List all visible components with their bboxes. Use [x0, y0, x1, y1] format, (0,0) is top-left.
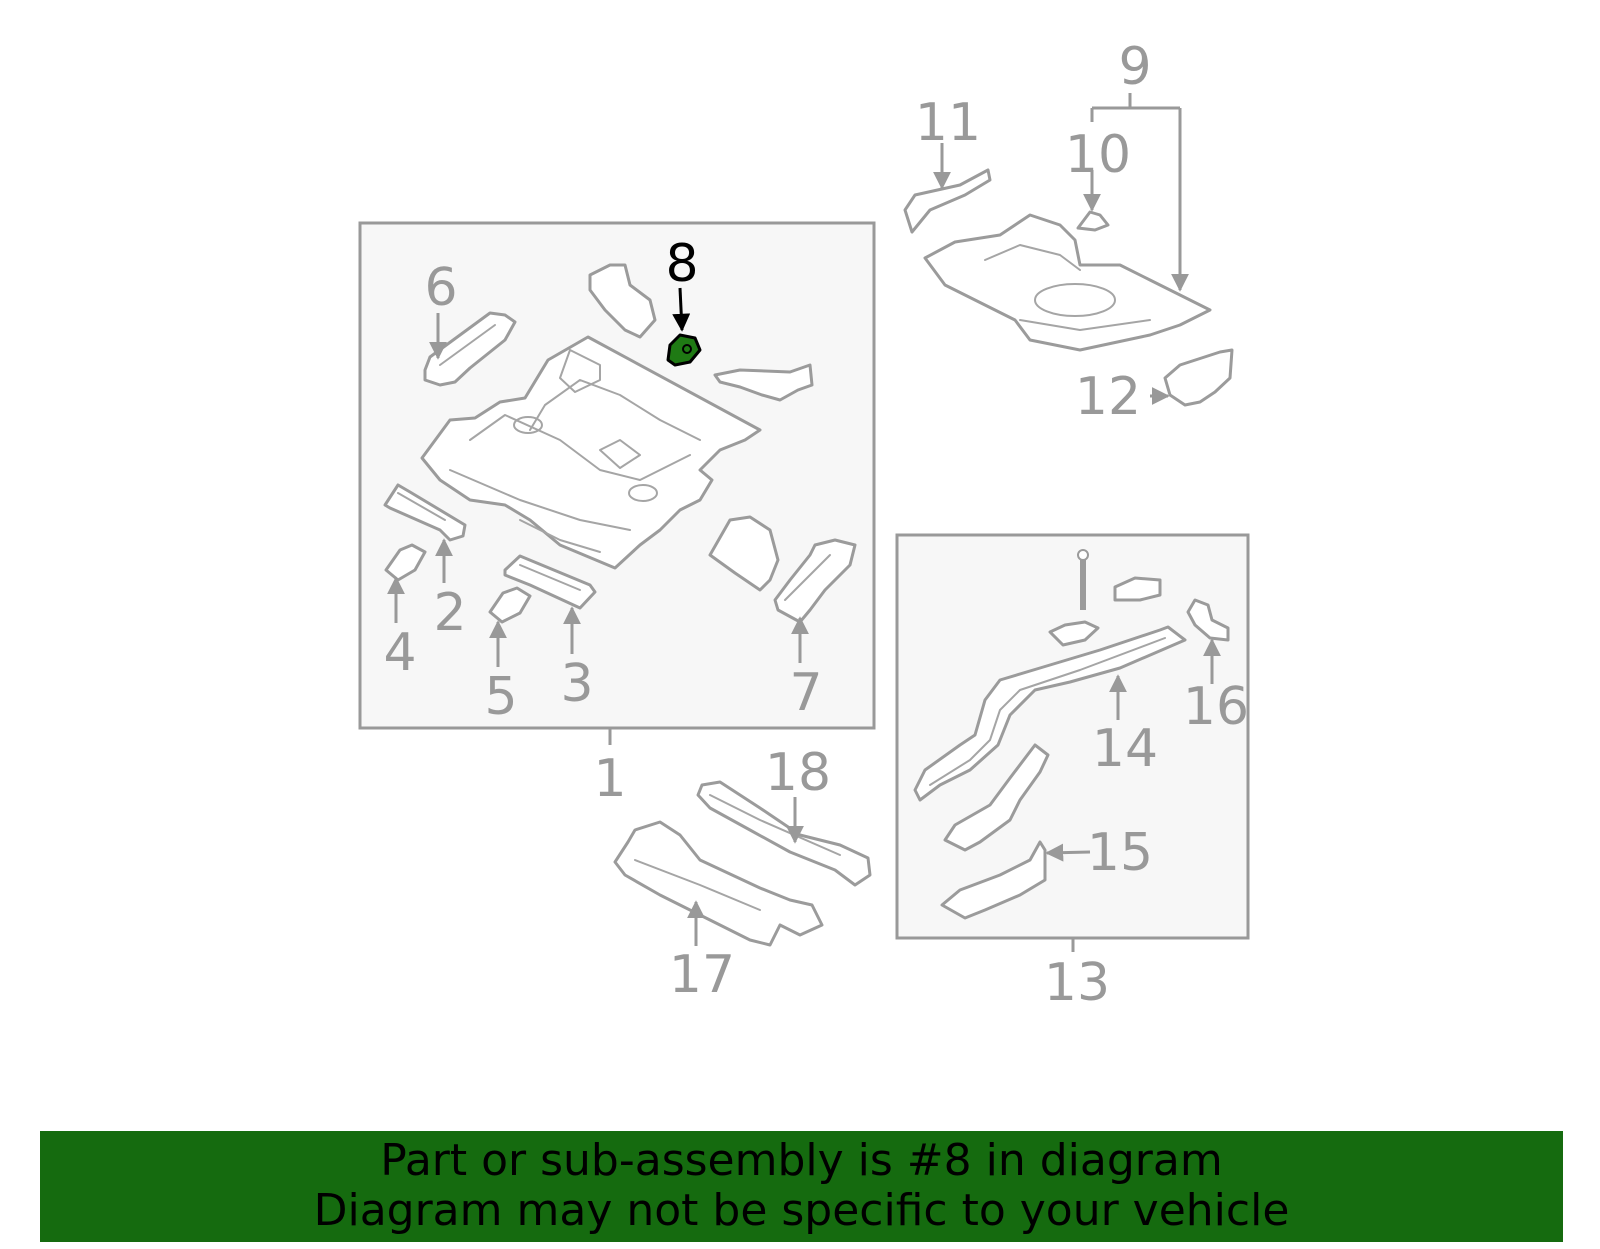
callout-8: 8 — [665, 234, 698, 294]
part-3 — [503, 554, 597, 610]
callout-6: 6 — [424, 258, 457, 318]
floor-pan-part — [420, 335, 762, 570]
part-15 — [940, 840, 1047, 920]
callout-9: 9 — [1118, 37, 1151, 97]
callout-14: 14 — [1092, 719, 1158, 779]
part-12 — [1163, 348, 1234, 407]
part-2 — [383, 483, 467, 542]
callout-18: 18 — [765, 743, 831, 803]
part-16 — [1186, 598, 1230, 642]
callout-3: 3 — [560, 654, 593, 714]
part-bracket-small — [1048, 620, 1100, 647]
part-18 — [696, 780, 872, 887]
part-8-highlighted — [666, 333, 702, 367]
part-bolt — [1077, 549, 1089, 610]
info-banner: Part or sub-assembly is #8 in diagram Di… — [40, 1131, 1563, 1242]
callout-2: 2 — [433, 583, 466, 643]
part-bracket-upper — [588, 263, 657, 339]
part-11 — [903, 168, 992, 234]
part-6 — [423, 311, 517, 387]
part-14 — [913, 625, 1187, 802]
rear-floor-part — [923, 213, 1212, 352]
callout-12: 12 — [1075, 367, 1141, 427]
callout-1: 1 — [593, 749, 626, 809]
banner-line-2: Diagram may not be specific to your vehi… — [313, 1185, 1290, 1236]
callout-7: 7 — [789, 663, 822, 723]
part-gusset — [708, 515, 780, 592]
callout-11: 11 — [915, 93, 981, 153]
banner-line-1: Part or sub-assembly is #8 in diagram — [380, 1135, 1223, 1186]
callout-17: 17 — [669, 945, 735, 1005]
callout-16: 16 — [1183, 677, 1249, 737]
assembly-13-box — [895, 533, 1250, 940]
callout-13: 13 — [1044, 953, 1110, 1013]
callout-4: 4 — [383, 623, 416, 683]
part-bracket-right — [713, 363, 814, 402]
callout-10: 10 — [1065, 125, 1131, 185]
callout-15: 15 — [1087, 823, 1153, 883]
callout-5: 5 — [484, 667, 517, 727]
part-rail-bracket — [943, 743, 1050, 852]
part-10 — [1076, 210, 1110, 232]
part-plate — [1113, 576, 1162, 602]
